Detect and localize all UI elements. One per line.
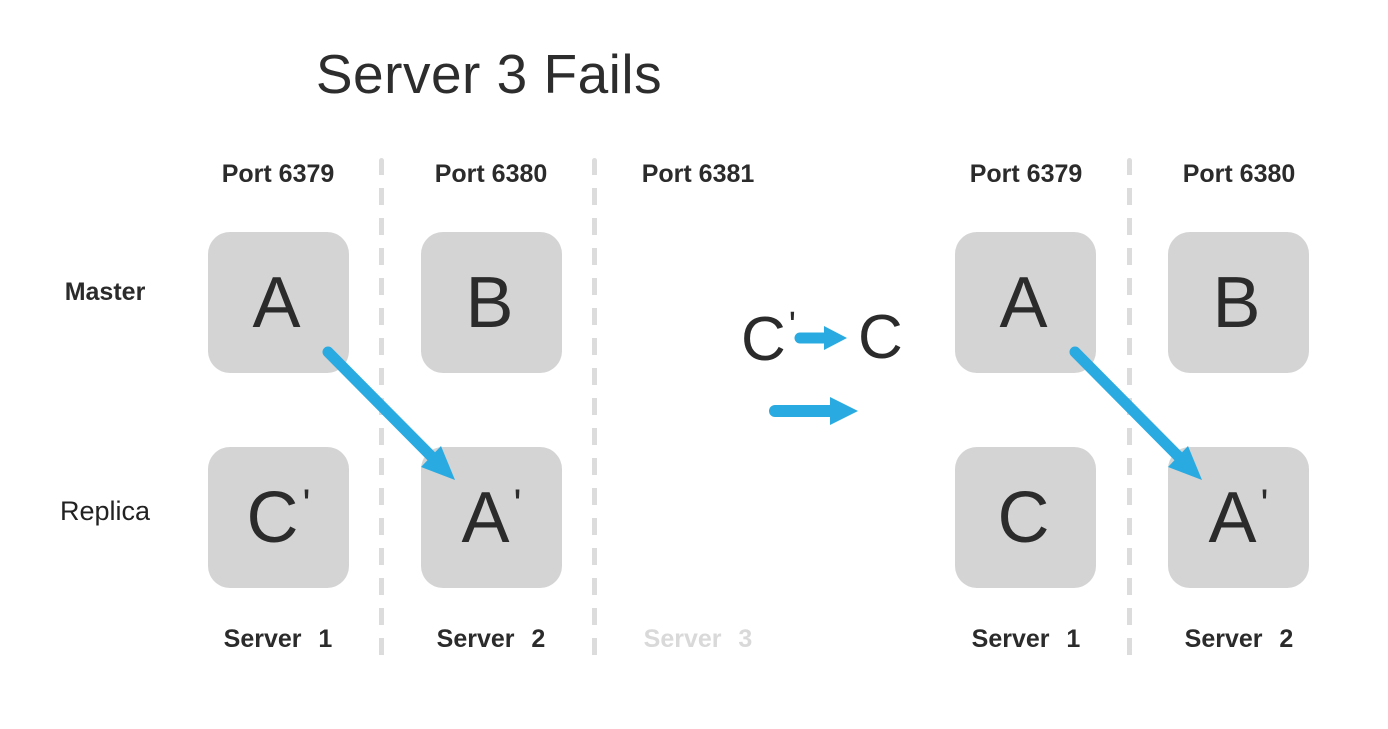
prime-mark: ' <box>1260 479 1269 527</box>
server-label-left-3-failed: Server 3 <box>643 625 753 653</box>
shard-letter: B <box>465 262 514 343</box>
port-label-left-6380: Port 6380 <box>434 160 548 188</box>
port-label-left-6381: Port 6381 <box>641 160 755 188</box>
replica-row-label: Replica <box>59 496 151 526</box>
shard-box-right-master-a: A <box>955 232 1096 373</box>
diagram-title: Server 3 Fails <box>315 43 663 105</box>
shard-box-right-replica-a: A' <box>1168 447 1309 588</box>
transition-arrow-head <box>830 397 858 425</box>
shard-letter: A <box>252 262 301 343</box>
shard-box-left-master-b: B <box>421 232 562 373</box>
shard-letter: A <box>1208 477 1257 558</box>
prime-mark: ' <box>513 479 522 527</box>
shard-letter: A <box>999 262 1048 343</box>
shard-letter: C <box>246 477 299 558</box>
server-label-left-1: Server 1 <box>223 625 333 653</box>
port-label-right-6379: Port 6379 <box>969 160 1083 188</box>
column-divider <box>592 158 597 663</box>
server-label-right-1: Server 1 <box>971 625 1081 653</box>
column-divider <box>1127 158 1132 663</box>
prime-mark: ' <box>302 479 311 527</box>
transition-to-label: C <box>858 303 903 372</box>
master-row-label: Master <box>64 278 146 306</box>
shard-box-left-replica-c: C' <box>208 447 349 588</box>
shard-letter: C <box>997 477 1050 558</box>
shard-letter: B <box>1212 262 1261 343</box>
server-label-right-2: Server 2 <box>1184 625 1294 653</box>
shard-letter: A <box>461 477 510 558</box>
shard-box-left-replica-a: A' <box>421 447 562 588</box>
server-label-left-2: Server 2 <box>436 625 546 653</box>
shard-box-right-master-b: B <box>1168 232 1309 373</box>
shard-box-right-replica-c: C <box>955 447 1096 588</box>
transition-from-label: C' <box>741 307 796 371</box>
port-label-right-6380: Port 6380 <box>1182 160 1296 188</box>
column-divider <box>379 158 384 663</box>
port-label-left-6379: Port 6379 <box>221 160 335 188</box>
prime-mark: ' <box>788 305 797 347</box>
promotion-arrow-head <box>824 326 847 350</box>
shard-box-left-master-a: A <box>208 232 349 373</box>
transition-from-letter: C <box>741 305 786 374</box>
